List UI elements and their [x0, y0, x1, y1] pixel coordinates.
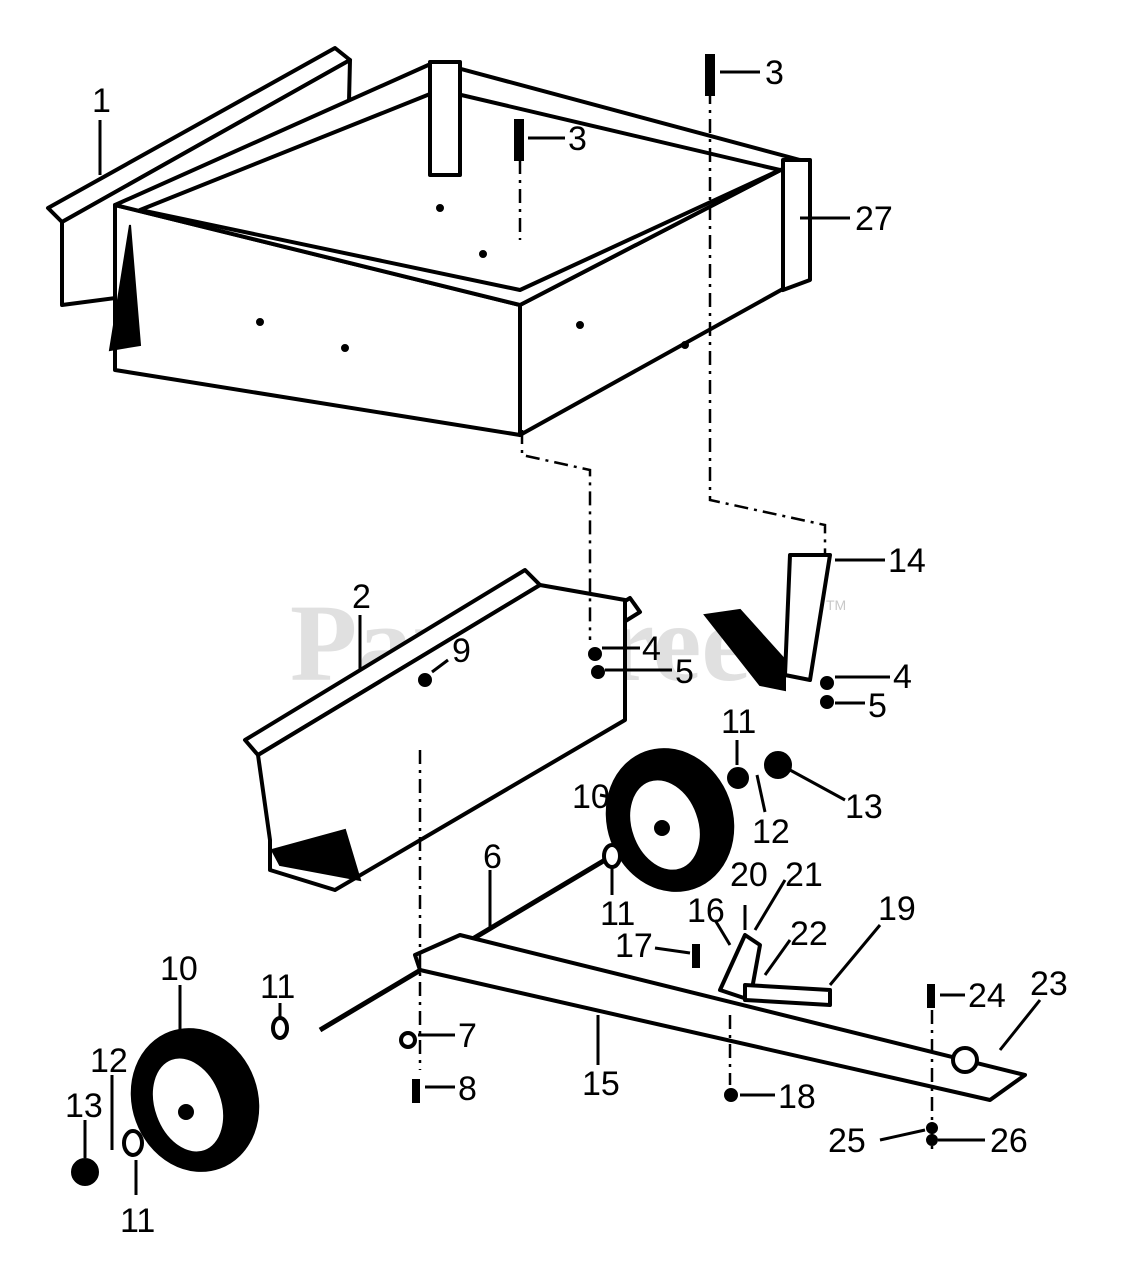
part-cargo-box [108, 60, 812, 437]
callout-labels: 1 3 3 27 2 9 4 5 14 4 5 11 13 10 12 6 11… [65, 54, 1068, 1240]
callout-11-c: 11 [260, 968, 295, 1006]
part-wheel-rear [130, 1028, 260, 1172]
callout-7: 7 [458, 1017, 477, 1055]
callout-13-rear: 13 [65, 1087, 103, 1125]
callout-26: 26 [990, 1122, 1028, 1160]
assembly-lines [418, 90, 934, 1150]
part-cross-support [243, 568, 642, 892]
callout-2: 2 [352, 578, 371, 616]
callout-13: 13 [845, 788, 883, 826]
callout-4: 4 [642, 630, 661, 668]
callout-27: 27 [855, 200, 893, 238]
callout-19: 19 [878, 890, 916, 928]
callout-12: 12 [752, 813, 790, 851]
callout-15: 15 [582, 1065, 620, 1103]
callout-22: 22 [790, 915, 828, 953]
callout-10: 10 [572, 778, 610, 816]
callout-4-right: 4 [893, 658, 912, 696]
callout-3-top: 3 [765, 54, 784, 92]
callout-11-b: 11 [600, 895, 635, 933]
callout-17: 17 [615, 927, 653, 965]
callout-8: 8 [458, 1070, 477, 1108]
callout-6: 6 [483, 838, 502, 876]
part-wheel-front [605, 748, 735, 892]
part-tongue [413, 933, 1027, 1102]
callout-3: 3 [568, 120, 587, 158]
callout-5: 5 [675, 653, 694, 691]
callout-1: 1 [92, 82, 111, 120]
callout-18: 18 [778, 1078, 816, 1116]
callout-16: 16 [687, 892, 725, 930]
leader-lines [83, 70, 1042, 1195]
callout-5-right: 5 [868, 687, 887, 725]
callout-11-a: 11 [721, 703, 756, 741]
callout-14: 14 [888, 542, 926, 580]
callout-23: 23 [1030, 965, 1068, 1003]
callout-20: 20 [730, 856, 768, 894]
callout-9: 9 [452, 632, 471, 670]
callout-25: 25 [828, 1122, 866, 1160]
part-tongue-bracket [703, 553, 832, 692]
part-hitch-assembly [718, 933, 979, 1074]
callout-24: 24 [968, 977, 1006, 1015]
hardware [71, 54, 938, 1186]
callout-10-rear: 10 [160, 950, 198, 988]
callout-12-rear: 12 [90, 1042, 128, 1080]
callout-21: 21 [785, 856, 823, 894]
callout-11-d: 11 [120, 1202, 155, 1240]
watermark-tm: TM [826, 597, 846, 613]
